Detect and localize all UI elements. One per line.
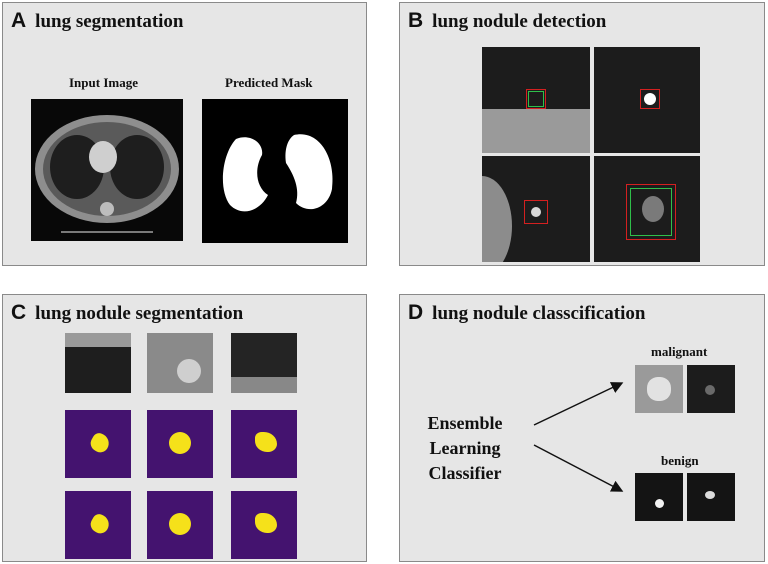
detection-tile-2 xyxy=(594,47,700,153)
detection-tile-4 xyxy=(594,156,700,262)
benign-label: benign xyxy=(661,453,699,468)
seg-mask-4 xyxy=(65,491,131,559)
detection-box-red xyxy=(524,200,548,224)
benign-image-1 xyxy=(635,473,683,521)
detection-box-green xyxy=(630,188,672,236)
input-image-label: Input Image xyxy=(69,75,138,90)
detection-box-green xyxy=(528,91,544,107)
nodule-blob xyxy=(169,513,191,535)
panel-d-title-text: lung nodule classcification xyxy=(432,303,646,324)
detection-tile-3 xyxy=(482,156,590,262)
seg-mask-3 xyxy=(231,410,297,478)
seg-ct-1 xyxy=(65,333,131,393)
detection-box-red xyxy=(640,89,660,109)
ensemble-classifier-label: Ensemble Learning Classifier xyxy=(410,411,520,486)
nodule-blob xyxy=(87,430,113,456)
seg-mask-5 xyxy=(147,491,213,559)
arrow-to-malignant xyxy=(533,382,624,426)
panel-c-letter: C xyxy=(11,301,27,324)
panel-b-letter: B xyxy=(408,9,424,32)
panel-c-title-text: lung nodule segmentation xyxy=(35,303,244,324)
predicted-mask-label: Predicted Mask xyxy=(225,75,313,90)
nodule-blob xyxy=(255,513,277,533)
malignant-label: malignant xyxy=(651,344,708,359)
input-ct-image xyxy=(31,99,183,241)
arrow-to-benign xyxy=(533,444,624,492)
seg-mask-6 xyxy=(231,491,297,559)
seg-mask-2 xyxy=(147,410,213,478)
nodule-blob xyxy=(169,432,191,454)
seg-mask-1 xyxy=(65,410,131,478)
nodule-blob xyxy=(255,432,277,452)
malignant-image-2 xyxy=(687,365,735,413)
predicted-mask-image xyxy=(202,99,348,243)
classifier-line-1: Ensemble xyxy=(427,413,503,433)
classifier-line-2: Learning xyxy=(429,438,501,458)
benign-image-2 xyxy=(687,473,735,521)
detection-tile-1 xyxy=(482,47,590,153)
classification-arrows xyxy=(533,382,624,492)
malignant-image-1 xyxy=(635,365,683,413)
panel-d-letter: D xyxy=(408,301,424,324)
seg-ct-3 xyxy=(231,333,297,393)
panel-a-title-text: lung segmentation xyxy=(35,11,184,32)
seg-ct-2 xyxy=(147,333,213,393)
panel-a-letter: A xyxy=(11,9,27,32)
nodule-blob xyxy=(87,511,113,537)
detection-box-red xyxy=(526,89,546,109)
classifier-line-3: Classifier xyxy=(428,463,502,483)
detection-box-red xyxy=(626,184,676,240)
panel-b-title-text: lung nodule detection xyxy=(432,11,607,32)
